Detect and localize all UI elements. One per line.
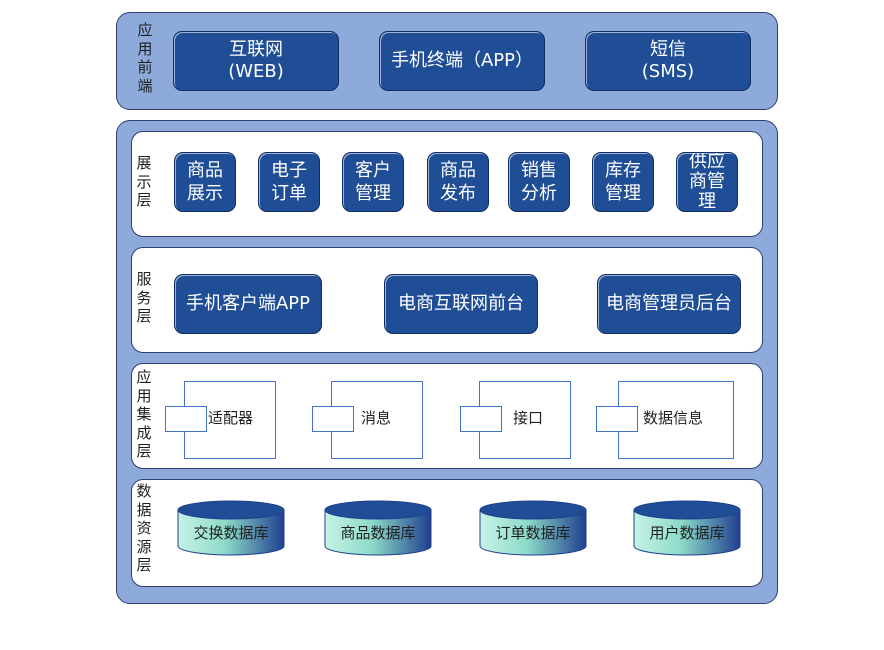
message-component-tab: [312, 406, 354, 432]
frontend-panel: 应用前端 互联网 (WEB) 手机终端（APP） 短信 (SMS): [116, 12, 778, 110]
frontend-label: 应用前端: [137, 21, 153, 95]
order-database-cylinder[interactable]: 订单数据库: [479, 500, 587, 556]
service-layer: 服务层 手机客户端APP 电商互联网前台 电商管理员后台: [131, 247, 763, 353]
message-component-box: [331, 381, 423, 459]
frontend-web-button[interactable]: 互联网 (WEB): [173, 31, 339, 91]
interface-component-tab: [460, 406, 502, 432]
customer-management-button[interactable]: 客户 管理: [342, 152, 404, 212]
exchange-database-label: 交换数据库: [193, 524, 269, 542]
supplier-management-button[interactable]: 供应 商管 理: [676, 152, 738, 212]
service-label: 服务层: [136, 270, 152, 325]
sales-analysis-button[interactable]: 销售 分析: [508, 152, 570, 212]
electronic-order-button[interactable]: 电子 订单: [258, 152, 320, 212]
data-resource-layer: 数据资源层 交换数据库 商品数据库: [131, 479, 763, 587]
product-display-button[interactable]: 商品 展示: [174, 152, 236, 212]
adapter-label: 适配器: [208, 409, 254, 427]
exchange-database-cylinder[interactable]: 交换数据库: [177, 500, 285, 556]
adapter-component-tab: [165, 406, 207, 432]
ecommerce-admin-backend-button[interactable]: 电商管理员后台: [597, 274, 741, 334]
database-icon: [633, 500, 741, 556]
interface-label: 接口: [513, 409, 544, 427]
user-database-cylinder[interactable]: 用户数据库: [633, 500, 741, 556]
main-architecture-panel: 展示层 商品 展示 电子 订单 客户 管理 商品 发布 销售 分析 库存 管理 …: [116, 120, 778, 604]
data-resource-label: 数据资源层: [136, 482, 152, 574]
product-database-cylinder[interactable]: 商品数据库: [324, 500, 432, 556]
presentation-layer: 展示层 商品 展示 电子 订单 客户 管理 商品 发布 销售 分析 库存 管理 …: [131, 131, 763, 237]
mobile-client-app-button[interactable]: 手机客户端APP: [174, 274, 322, 334]
inventory-management-button[interactable]: 库存 管理: [592, 152, 654, 212]
database-icon: [324, 500, 432, 556]
frontend-sms-button[interactable]: 短信 (SMS): [585, 31, 751, 91]
order-database-label: 订单数据库: [495, 524, 571, 542]
database-icon: [177, 500, 285, 556]
message-label: 消息: [361, 409, 392, 427]
user-database-label: 用户数据库: [649, 524, 725, 542]
product-publish-button[interactable]: 商品 发布: [427, 152, 489, 212]
presentation-label: 展示层: [136, 154, 152, 209]
product-database-label: 商品数据库: [340, 524, 416, 542]
database-icon: [479, 500, 587, 556]
integration-layer: 应用集成层 适配器 消息 接口 数据信息: [131, 363, 763, 469]
frontend-app-button[interactable]: 手机终端（APP）: [379, 31, 545, 91]
integration-label: 应用集成层: [136, 368, 152, 460]
data-info-label: 数据信息: [643, 409, 704, 427]
data-info-component-tab: [596, 406, 638, 432]
ecommerce-frontend-button[interactable]: 电商互联网前台: [384, 274, 538, 334]
